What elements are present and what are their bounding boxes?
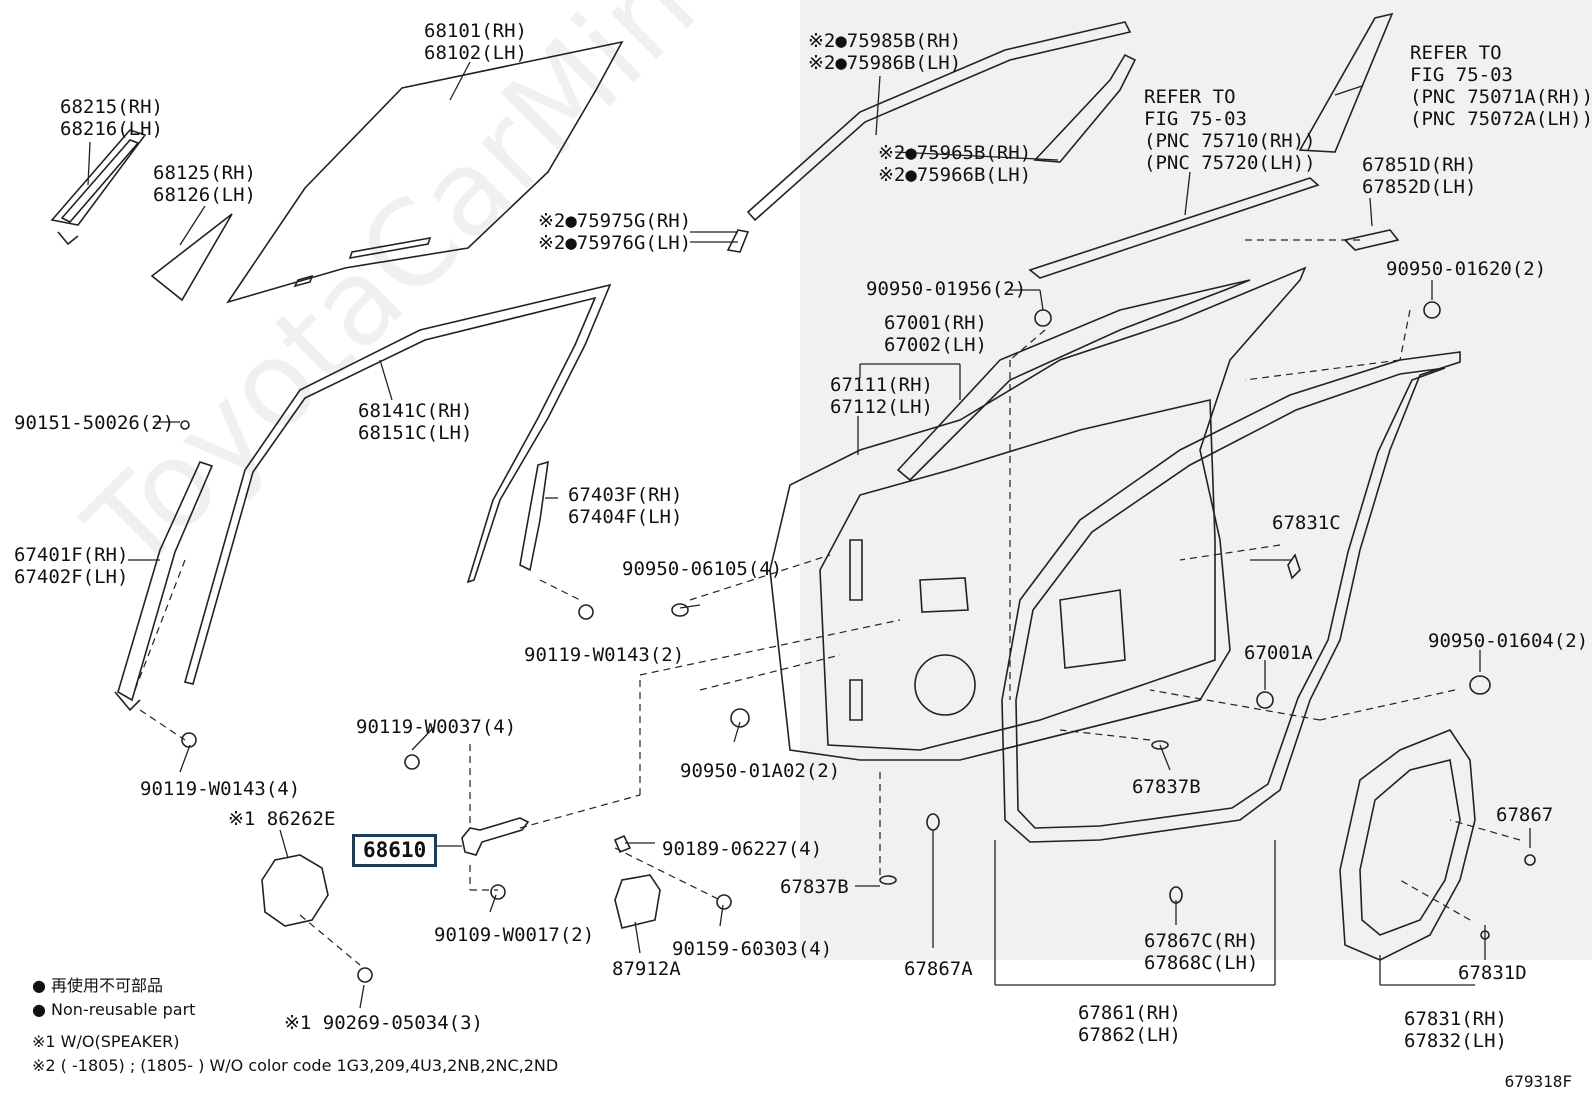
- label-75965b: ※2●75965B(RH)※2●75966B(LH): [878, 142, 1032, 186]
- label-67837b-b: 67837B: [780, 876, 849, 898]
- label-67867a: 67867A: [904, 958, 973, 980]
- label-67831d: 67831D: [1458, 962, 1527, 984]
- legend-note-2: ※2 ( -1805) ; (1805- ) W/O color code 1G…: [32, 1056, 559, 1075]
- door-panel: [769, 266, 1307, 761]
- label-68125: 68125(RH)68126(LH): [153, 162, 256, 206]
- legend-note-1: ※1 W/O(SPEAKER): [32, 1032, 180, 1051]
- label-90269-05034: ※1 90269-05034(3): [284, 1012, 483, 1034]
- label-90109-w0017: 90109-W0017(2): [434, 924, 595, 946]
- label-90950-01956: 90950-01956(2): [866, 278, 1027, 300]
- label-90119-w0037: 90119-W0037(4): [356, 716, 517, 738]
- speaker-cover: [261, 854, 329, 927]
- label-90159-60303: 90159-60303(4): [672, 938, 833, 960]
- label-67403f: 67403F(RH)67404F(LH): [568, 484, 683, 528]
- legend-non-reusable-en: ● Non-reusable part: [32, 1000, 196, 1019]
- quarter-glass: [150, 213, 233, 302]
- label-75985b: ※2●75985B(RH)※2●75986B(LH): [808, 30, 962, 74]
- label-68610-highlighted: 68610: [352, 834, 438, 867]
- label-90189-06227: 90189-06227(4): [662, 838, 823, 860]
- window-run-channel: [184, 283, 612, 685]
- figure-code: 679318F: [1504, 1072, 1572, 1091]
- label-67111: 67111(RH)67112(LH): [830, 374, 933, 418]
- label-86262e: ※1 86262E: [228, 808, 336, 830]
- quarter-glass-frame: [50, 129, 147, 246]
- label-87912a: 87912A: [612, 958, 681, 980]
- leader-lines: [87, 61, 1531, 1009]
- label-67831: 67831(RH)67832(LH): [1404, 1008, 1507, 1052]
- label-90950-01620: 90950-01620(2): [1386, 258, 1547, 280]
- label-90119-w0143-b: 90119-W0143(4): [140, 778, 301, 800]
- door-weatherstrip: [1001, 351, 1461, 843]
- label-90151-50026: 90151-50026(2): [14, 412, 175, 434]
- label-67001: 67001(RH)67002(LH): [884, 312, 987, 356]
- label-67867: 67867: [1496, 804, 1554, 826]
- label-67401f: 67401F(RH)67402F(LH): [14, 544, 129, 588]
- door-glass: [226, 40, 624, 304]
- door-check: [461, 817, 530, 856]
- belt-mouldings: [726, 12, 1400, 279]
- label-67861: 67861(RH)67862(LH): [1078, 1002, 1181, 1046]
- label-90950-01604: 90950-01604(2): [1428, 630, 1589, 652]
- legend: ● 再使用不可部品 ● Non-reusable part ※1 W/O(SPE…: [32, 974, 558, 1078]
- label-90950-01a02: 90950-01A02(2): [680, 760, 841, 782]
- dashed-connection-lines: [134, 239, 1521, 966]
- label-75975g: ※2●75975G(RH)※2●75976G(LH): [538, 210, 692, 254]
- label-68101: 68101(RH)68102(LH): [424, 20, 527, 64]
- bracket: [613, 834, 661, 929]
- label-67831c: 67831C: [1272, 512, 1341, 534]
- label-68141c: 68141C(RH)68151C(LH): [358, 400, 473, 444]
- label-90950-06105: 90950-06105(4): [622, 558, 783, 580]
- label-68215: 68215(RH)68216(LH): [60, 96, 163, 140]
- legend-non-reusable-jp: ● 再使用不可部品: [32, 976, 164, 995]
- label-67867c: 67867C(RH)67868C(LH): [1144, 930, 1259, 974]
- label-67837b-a: 67837B: [1132, 776, 1201, 798]
- label-67851d: 67851D(RH)67852D(LH): [1362, 154, 1477, 198]
- front-channel: [114, 460, 549, 712]
- label-90119-w0143-a: 90119-W0143(2): [524, 644, 685, 666]
- label-67001a: 67001A: [1244, 642, 1313, 664]
- service-hole-cover: [1339, 729, 1476, 961]
- fasteners: [180, 301, 1536, 983]
- shaded-panel: [800, 0, 1592, 960]
